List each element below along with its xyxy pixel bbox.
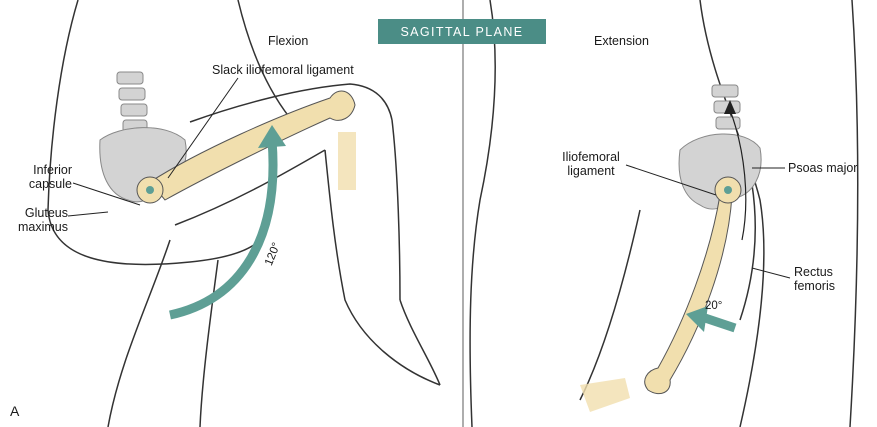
vertebra: [119, 88, 145, 100]
leader-gluteus: [68, 212, 108, 216]
extension-skeleton: [580, 85, 761, 412]
sagittal-plane-banner: SAGITTAL PLANE: [378, 19, 546, 44]
flexion-title: Flexion: [268, 34, 308, 48]
extension-torso-back: [470, 0, 495, 427]
flexion-leg-other: [108, 240, 170, 427]
extension-thigh-back: [580, 210, 640, 400]
gluteus-label: Gluteus maximus: [6, 206, 68, 234]
flexion-tibia: [338, 132, 356, 190]
leader-rectus: [752, 268, 790, 278]
slack-ligament-label: Slack iliofemoral ligament: [212, 63, 354, 77]
psoas-label: Psoas major: [788, 161, 857, 175]
vertebra: [712, 85, 738, 97]
extension-title: Extension: [594, 34, 649, 48]
extension-body-edge: [850, 0, 858, 427]
extension-angle-label: 20°: [705, 300, 722, 312]
flexion-buttock: [48, 210, 260, 264]
vertebra: [716, 117, 740, 129]
hip-joint-center: [146, 186, 154, 194]
flexion-shin-front: [392, 120, 400, 300]
vertebra: [117, 72, 143, 84]
panel-letter: A: [10, 403, 19, 419]
flexion-leg-other-b: [200, 260, 218, 427]
flexion-torso-front: [238, 0, 290, 118]
rectus-label: Rectus femoris: [794, 265, 835, 293]
inferior-capsule-label: Inferior capsule: [10, 163, 72, 191]
vertebra: [121, 104, 147, 116]
hip-joint-center-ext: [724, 186, 732, 194]
flexion-foot: [400, 300, 440, 385]
extension-femur: [645, 195, 732, 394]
extension-arrow: [705, 318, 735, 328]
iliofemoral-label: Iliofemoral ligament: [553, 150, 629, 178]
